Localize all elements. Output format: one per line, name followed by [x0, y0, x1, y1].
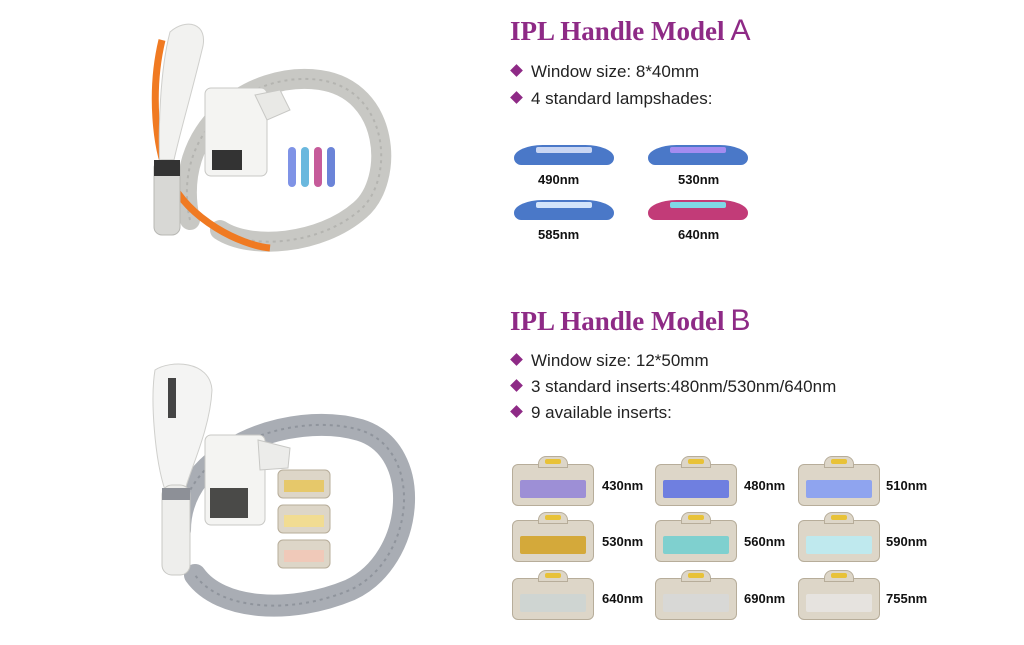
insert-690 [655, 570, 737, 620]
insert-label: 640nm [602, 591, 644, 606]
insert-510 [798, 456, 880, 506]
diamond-icon [510, 91, 523, 104]
insert-755 [798, 570, 880, 620]
ipl-handle-a-image [151, 23, 392, 252]
insert-560 [655, 512, 737, 562]
lampshade-label: 585nm [538, 227, 580, 242]
insert-530 [512, 512, 594, 562]
diamond-icon [510, 353, 523, 366]
insert-label: 430nm [602, 478, 644, 493]
insert-590 [798, 512, 880, 562]
insert-480 [655, 456, 737, 506]
model-a-letter: A [730, 14, 751, 47]
lampshade-490 [514, 145, 614, 165]
model-a-bullet: 4 standard lampshades: [510, 89, 712, 109]
diamond-icon [510, 405, 523, 418]
ipl-handle-b-image [152, 363, 415, 617]
lampshade-label: 490nm [538, 172, 580, 187]
model-b-bullet: Window size: 12*50mm [510, 351, 709, 371]
model-b-letter: B [730, 304, 751, 337]
insert-label: 530nm [602, 534, 644, 549]
insert-label: 690nm [744, 591, 786, 606]
insert-label: 480nm [744, 478, 786, 493]
insert-label: 510nm [886, 478, 928, 493]
lampshade-label: 640nm [678, 227, 720, 242]
insert-label: 560nm [744, 534, 786, 549]
insert-label: 755nm [886, 591, 928, 606]
lampshade-640 [648, 200, 748, 220]
lampshade-530 [648, 145, 748, 165]
model-b-bullet: 9 available inserts: [510, 403, 672, 423]
insert-640 [512, 570, 594, 620]
model-b-bullet: 3 standard inserts:480nm/530nm/640nm [510, 377, 836, 397]
diamond-icon [510, 379, 523, 392]
model-a-bullet: Window size: 8*40mm [510, 62, 699, 82]
lampshade-585 [514, 200, 614, 220]
insert-430 [512, 456, 594, 506]
lampshade-label: 530nm [678, 172, 720, 187]
diamond-icon [510, 64, 523, 77]
insert-label: 590nm [886, 534, 928, 549]
